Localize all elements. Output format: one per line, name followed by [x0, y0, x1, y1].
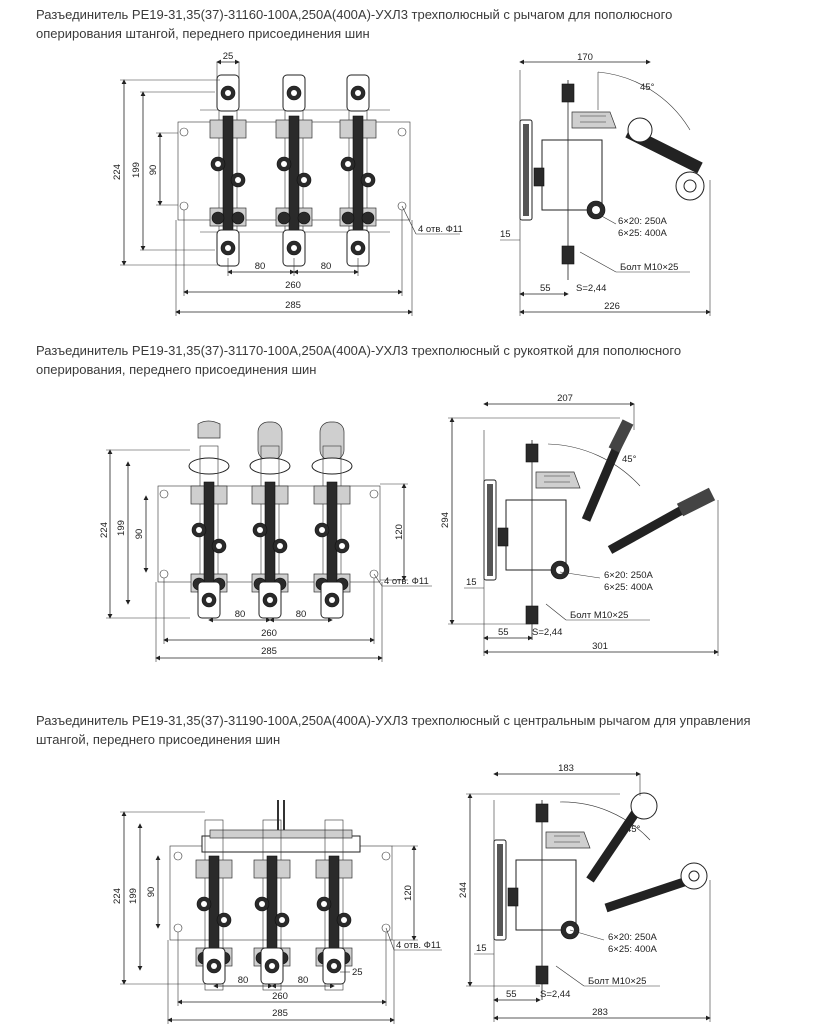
caption-section-3: Разъединитель РЕ19-31,35(37)-31190-100А,…: [36, 711, 796, 749]
dim-width-outer: 285: [272, 1008, 288, 1019]
dim-height-mid: 199: [116, 520, 127, 536]
dim-pitch-2: 80: [321, 261, 332, 272]
dim-offset-left: 15: [500, 229, 511, 240]
side-view: 170 45° 6×20: 250А 6×25: 400А 15 Болт М1…: [500, 52, 711, 316]
dim-height-inner: 90: [148, 165, 159, 176]
caption-section-2: Разъединитель РЕ19-31,35(37)-31170-100А,…: [36, 341, 796, 379]
dim-offset-bottom: 55: [540, 283, 551, 294]
front-view: 25 224 199 90 80 80 260: [112, 51, 463, 316]
dim-side-width-bottom: 226: [604, 301, 620, 312]
dim-offset-left: 15: [476, 943, 487, 954]
dim-height-right: 120: [394, 524, 405, 540]
bus-size-1: 6×20: 250А: [604, 570, 654, 581]
dim-side-width-top: 170: [577, 52, 593, 63]
drawing-section-3: 224 199 90 120 25 80 80 260 285 4: [112, 763, 711, 1024]
drawing-section-2: 224 199 90 120 80 80 260 285 4 отв. Ф11: [99, 393, 719, 662]
dim-height-outer: 224: [112, 164, 123, 180]
dim-top-width: 25: [223, 51, 234, 62]
side-view: 183 244 45° 6×20: 250А 6×25: 400А 15 Бол…: [458, 763, 711, 1022]
caption-section-1: Разъединитель РЕ19-31,35(37)-31160-100А,…: [36, 5, 796, 43]
front-view: 224 199 90 120 25 80 80 260 285 4: [112, 800, 442, 1024]
bus-size-1: 6×20: 250А: [618, 216, 668, 227]
angle-label: 45°: [622, 454, 637, 465]
dim-offset-bottom: 55: [498, 627, 509, 638]
dim-pitch-1: 80: [235, 609, 246, 620]
caption-line: оперирования, переднего присоединения ши…: [36, 362, 317, 377]
caption-line: Разъединитель РЕ19-31,35(37)-31170-100А,…: [36, 343, 682, 358]
holes-label: 4 отв. Ф11: [418, 224, 463, 235]
dim-pitch-2: 80: [296, 609, 307, 620]
bolt-label: Болт М10×25: [620, 262, 678, 273]
dim-width-outer: 285: [261, 646, 277, 657]
bus-size-1: 6×20: 250А: [608, 932, 658, 943]
bus-size-2: 6×25: 400А: [604, 582, 654, 593]
dim-height-outer: 224: [99, 522, 110, 538]
dim-side-width-bottom: 283: [592, 1007, 608, 1018]
bolt-label: Болт М10×25: [570, 610, 628, 621]
drawing-section-1: 25 224 199 90 80 80 260: [112, 51, 711, 316]
caption-line: оперирования штангой, переднего присоеди…: [36, 26, 370, 41]
holes-label: 4 отв. Ф11: [384, 576, 429, 587]
dim-pitch-2: 80: [298, 975, 309, 986]
dim-pitch-1: 80: [255, 261, 266, 272]
dim-width-inner: 260: [272, 991, 288, 1002]
dim-height-right: 120: [403, 885, 414, 901]
caption-line: штангой, переднего присоединения шин: [36, 732, 281, 747]
bus-size-2: 6×25: 400А: [608, 944, 658, 955]
dim-width-outer: 285: [285, 300, 301, 311]
angle-label: 45°: [626, 824, 641, 835]
dim-height-outer: 224: [112, 888, 123, 904]
dim-side-width-top: 207: [557, 393, 573, 404]
dim-side-height: 244: [458, 882, 469, 898]
dim-width-inner: 260: [285, 280, 301, 291]
dim-side-width-bottom: 301: [592, 641, 608, 652]
angle-label: 45°: [640, 82, 655, 93]
dim-small: 25: [352, 967, 363, 978]
bus-size-2: 6×25: 400А: [618, 228, 668, 239]
dim-height-inner: 90: [146, 887, 157, 898]
dim-height-inner: 90: [134, 529, 145, 540]
dim-side-height: 294: [440, 512, 451, 528]
dim-pitch-1: 80: [238, 975, 249, 986]
dim-width-inner: 260: [261, 628, 277, 639]
dim-side-width-top: 183: [558, 763, 574, 774]
caption-line: Разъединитель РЕ19-31,35(37)-31190-100А,…: [36, 713, 751, 728]
bolt-label: Болт М10×25: [588, 976, 646, 987]
front-view: 224 199 90 120 80 80 260 285 4 отв. Ф11: [99, 420, 432, 662]
thickness-label: S=2,44: [576, 283, 606, 294]
thickness-label: S=2,44: [540, 989, 570, 1000]
dim-offset-bottom: 55: [506, 989, 517, 1000]
dim-height-mid: 199: [128, 888, 139, 904]
dim-offset-left: 15: [466, 577, 477, 588]
side-view: 207 294 45° 6×20: 250А 6×25: 400А 15 Бол…: [440, 393, 719, 656]
thickness-label: S=2,44: [532, 627, 562, 638]
caption-line: Разъединитель РЕ19-31,35(37)-31160-100А,…: [36, 7, 673, 22]
dim-height-mid: 199: [131, 162, 142, 178]
holes-label: 4 отв. Ф11: [396, 940, 441, 951]
